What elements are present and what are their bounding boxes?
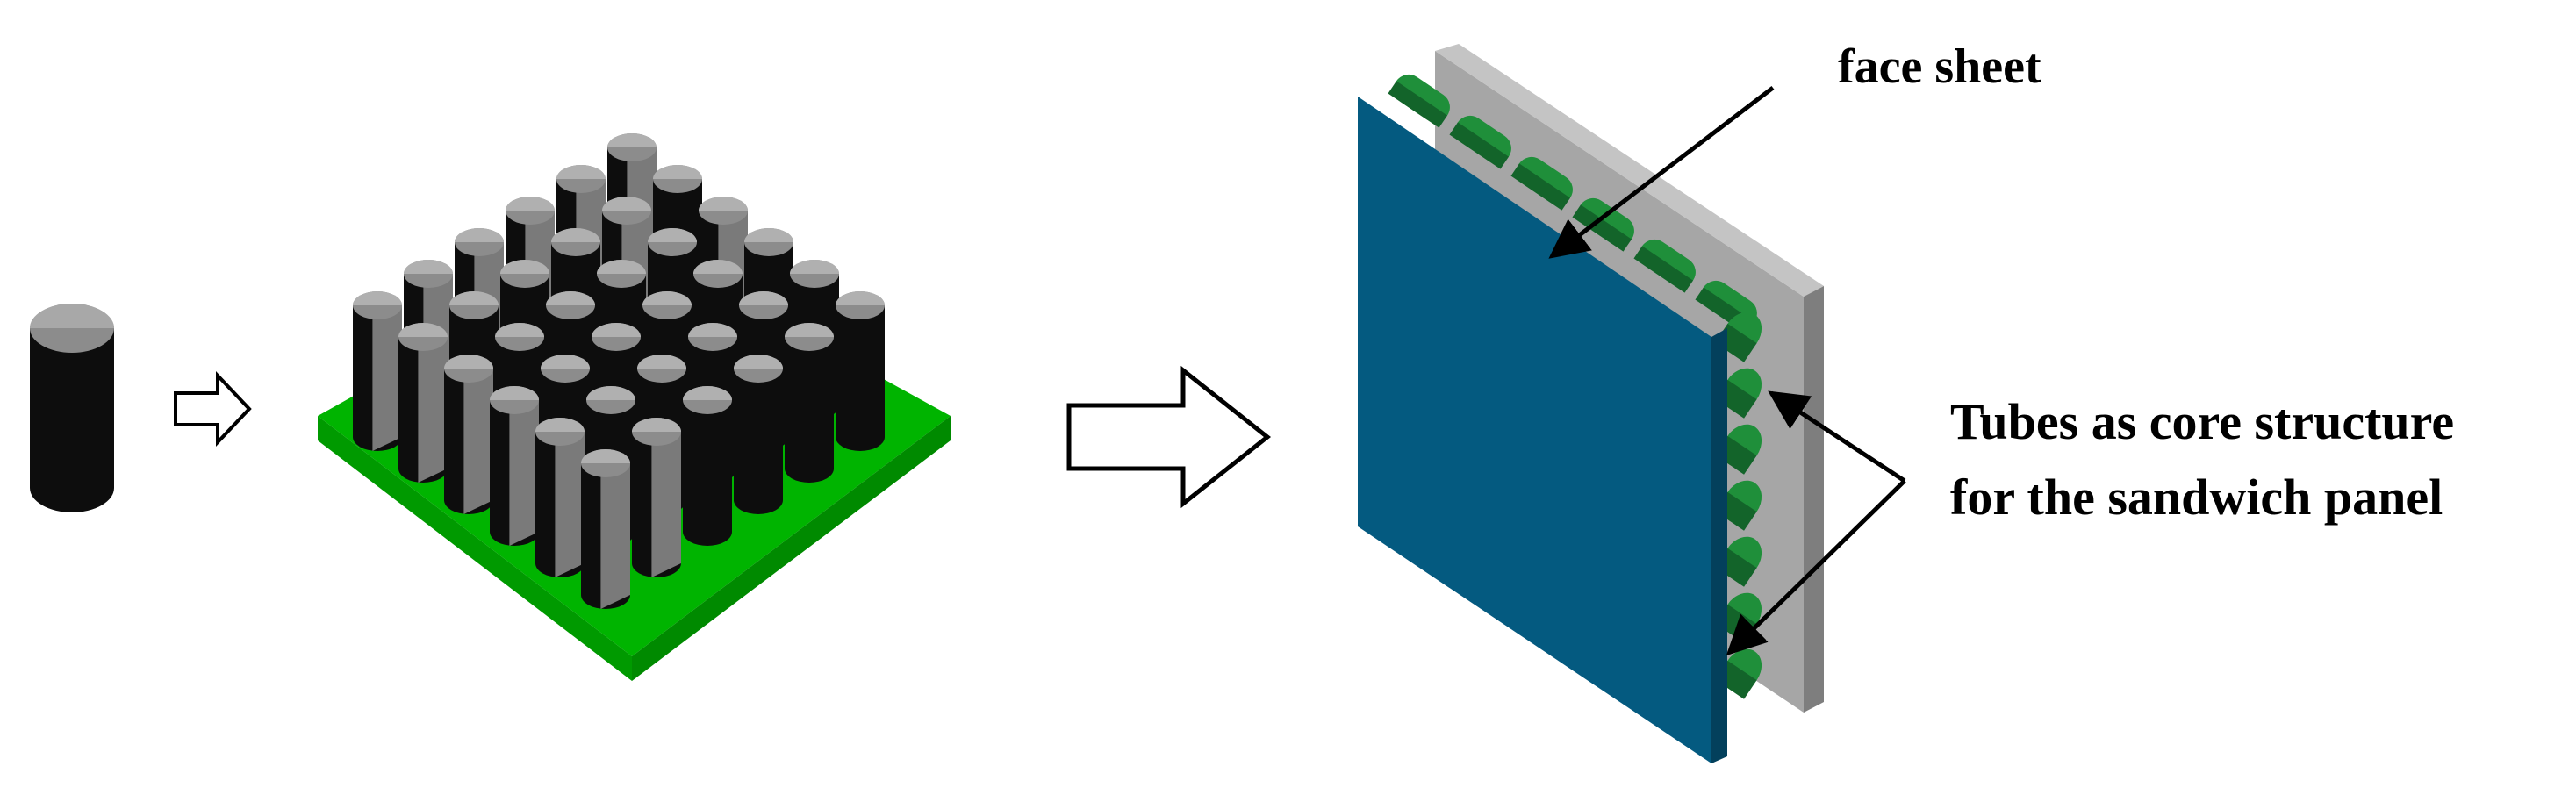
tube	[734, 355, 783, 514]
tubes-label-line2: for the sandwich panel	[1950, 469, 2443, 526]
tubes-arrow-lower	[1726, 479, 1906, 656]
single-tube-icon	[30, 304, 114, 512]
tube	[490, 386, 539, 546]
core-tube	[1449, 115, 1511, 169]
tube	[836, 291, 885, 451]
tube	[632, 418, 681, 577]
core-tube	[1633, 239, 1696, 293]
tube	[581, 449, 630, 609]
core-tube	[1388, 74, 1450, 128]
tube	[535, 418, 585, 577]
large-right-arrow-icon	[1066, 365, 1272, 509]
core-tubes	[1388, 74, 1762, 699]
tube	[683, 386, 732, 546]
tubes-label-line1: Tubes as core structure	[1950, 393, 2454, 450]
sandwich-panel-icon	[1358, 44, 1824, 763]
tube	[785, 323, 834, 483]
core-tube	[1572, 197, 1634, 252]
tube	[398, 323, 448, 483]
tube-array-icon	[318, 133, 951, 681]
tube-grid	[353, 133, 885, 609]
tube	[353, 291, 402, 451]
tube	[444, 355, 493, 514]
face-sheet-label: face sheet	[1838, 39, 2041, 94]
core-tube	[1510, 156, 1573, 211]
face-sheet	[1358, 97, 1727, 763]
small-right-arrow-icon	[174, 370, 252, 448]
face-sheet-arrow	[1548, 86, 1775, 259]
tubes-arrow-upper	[1768, 390, 1906, 483]
